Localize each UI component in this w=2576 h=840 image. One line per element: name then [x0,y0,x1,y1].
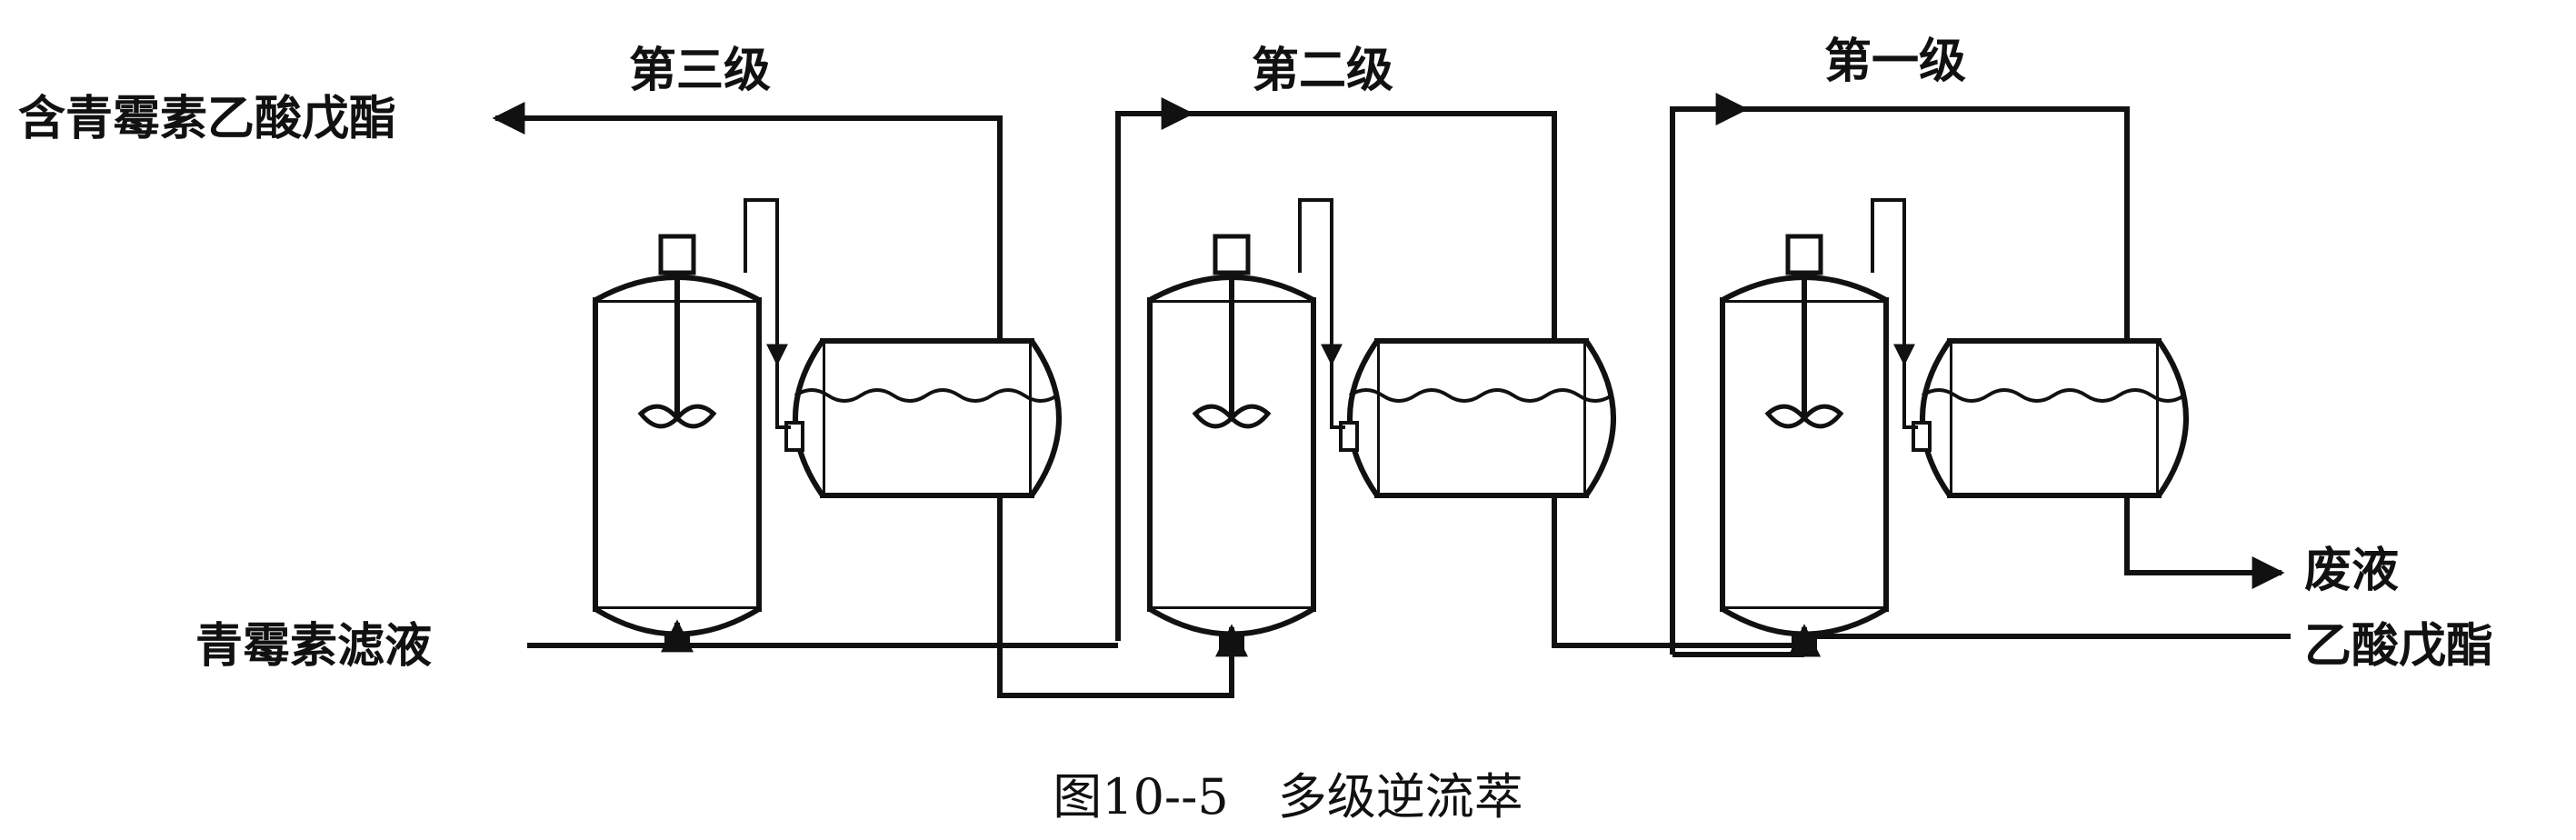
feed-solvent-lines [527,619,2291,657]
extract-flow-lines [492,93,2130,655]
extract-out-label: 含青霉素乙酸戊酯 [18,92,396,146]
figure-caption: 图10--5 多级逆流萃 [1053,768,1523,825]
feed-in-label: 青霉素滤液 [195,619,432,674]
tank-to-settler-lines [744,198,1918,429]
solvent-in-label: 乙酸戊酯 [2304,619,2493,674]
stage-3-label: 第三级 [629,44,771,98]
stage-2-mixer-tank [1150,236,1313,651]
stage-2-settler [1341,341,1613,495]
stage-1-label: 第一级 [1824,35,1966,89]
stage-2-label: 第二级 [1252,44,1393,98]
stage-3-mixer-tank [595,236,759,651]
stage-1-settler [1913,341,2186,495]
waste-out-label: 废液 [2304,544,2399,598]
stage-3-settler [786,341,1059,495]
stage-1-mixer-tank [1722,236,1886,651]
